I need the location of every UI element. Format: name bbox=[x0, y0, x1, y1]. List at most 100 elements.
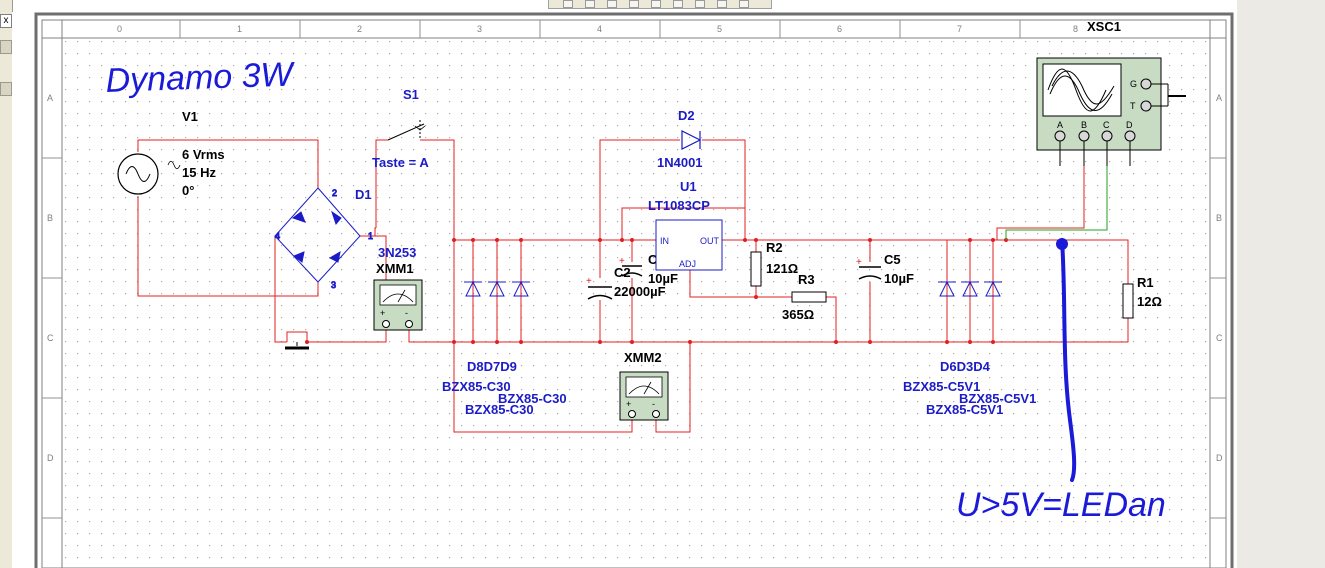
u1-pin-adj: ADJ bbox=[679, 259, 696, 269]
xmm1-ref: XMM1 bbox=[376, 261, 414, 276]
top-toolbar bbox=[548, 0, 772, 9]
ruler-row-a: A bbox=[47, 93, 53, 103]
ruler-row-b-right: B bbox=[1216, 213, 1222, 223]
d1-pin-2: 2 bbox=[332, 188, 337, 198]
v1-value: 6 Vrms bbox=[182, 147, 225, 162]
xsc1-ref: XSC1 bbox=[1087, 19, 1121, 34]
ruler-row-a-right: A bbox=[1216, 93, 1222, 103]
handwritten-arrow bbox=[1056, 238, 1077, 482]
wires[interactable] bbox=[137, 139, 1129, 433]
svg-text:+: + bbox=[619, 256, 625, 267]
d1-pin-4: 4 bbox=[275, 231, 280, 241]
xmm1-minus: - bbox=[405, 308, 408, 318]
ruler-col-7: 7 bbox=[957, 24, 962, 34]
u1-pin-in: IN bbox=[660, 236, 669, 246]
toolbar-button-5[interactable] bbox=[651, 0, 661, 8]
toolbar-button-6[interactable] bbox=[673, 0, 683, 8]
xsc1-pin-t: T bbox=[1130, 101, 1136, 111]
toolbar-button-9[interactable] bbox=[739, 0, 749, 8]
d2-diode[interactable] bbox=[681, 130, 702, 150]
svg-text:+: + bbox=[586, 276, 592, 287]
c5-value: 10µF bbox=[884, 271, 914, 286]
d1-ref: D1 bbox=[355, 187, 372, 202]
r3-ref: R3 bbox=[798, 272, 815, 287]
xmm1-multimeter[interactable]: XMM1 + - bbox=[373, 261, 423, 331]
zener-right-model-1: BZX85-C5V1 bbox=[903, 379, 980, 394]
xsc1-pin-g: G bbox=[1130, 79, 1137, 89]
c2-capacitor[interactable]: + bbox=[586, 276, 613, 300]
xmm2-minus: - bbox=[652, 399, 655, 409]
ruler-col-3: 3 bbox=[477, 24, 482, 34]
probe-wires[interactable] bbox=[996, 166, 1108, 240]
v1-ac-source[interactable]: V1 6 Vrms 15 Hz 0° bbox=[117, 109, 225, 198]
r2-resistor[interactable] bbox=[750, 251, 762, 287]
xsc1-oscilloscope[interactable]: XSC1 G T A B C D bbox=[1036, 19, 1186, 166]
ruler-row-c-right: C bbox=[1216, 333, 1223, 343]
ruler-col-8: 8 bbox=[1073, 24, 1078, 34]
zener-right-model-2: BZX85-C5V1 bbox=[959, 391, 1036, 406]
xmm2-multimeter[interactable]: XMM2 + - bbox=[619, 350, 669, 421]
zener-left-model-2: BZX85-C30 bbox=[498, 391, 567, 406]
r1-value: 12Ω bbox=[1137, 294, 1162, 309]
zener-right-refs: D6D3D4 bbox=[940, 359, 991, 374]
zener-right-group[interactable] bbox=[938, 280, 1002, 297]
v1-phase: 0° bbox=[182, 183, 194, 198]
r3-value: 365Ω bbox=[782, 307, 814, 322]
xmm2-plus: + bbox=[626, 399, 631, 409]
xsc1-ch-a: A bbox=[1057, 120, 1063, 130]
ruler-col-0: 0 bbox=[117, 24, 122, 34]
d1-model: 3N253 bbox=[378, 245, 416, 260]
toolbar-button-3[interactable] bbox=[607, 0, 617, 8]
u1-pin-out: OUT bbox=[700, 236, 720, 246]
toolbar-button-7[interactable] bbox=[695, 0, 705, 8]
panel-tool-icon-2[interactable] bbox=[0, 82, 12, 96]
s1-switch[interactable]: S1 Taste = A bbox=[372, 87, 429, 170]
schematic-sheet[interactable]: 0 1 2 3 4 5 6 7 8 A B C D A B C D bbox=[12, 12, 1237, 568]
ruler-row-c: C bbox=[47, 333, 54, 343]
r2-ref: R2 bbox=[766, 240, 783, 255]
c4-capacitor[interactable]: + bbox=[619, 256, 643, 277]
toolbar-button-8[interactable] bbox=[717, 0, 727, 8]
close-button[interactable]: x bbox=[0, 14, 12, 28]
zener-left-group[interactable] bbox=[464, 280, 530, 297]
u1-ref: U1 bbox=[680, 179, 697, 194]
s1-key: Taste = A bbox=[372, 155, 429, 170]
junction-dots bbox=[305, 238, 1008, 344]
handwritten-title: Dynamo 3W bbox=[105, 55, 296, 100]
r1-ref: R1 bbox=[1137, 275, 1154, 290]
panel-tool-icon[interactable] bbox=[0, 40, 12, 54]
toolbar-button-1[interactable] bbox=[563, 0, 573, 8]
r3-resistor[interactable] bbox=[791, 291, 827, 303]
r2-value: 121Ω bbox=[766, 261, 798, 276]
xsc1-ch-b: B bbox=[1081, 120, 1087, 130]
dot-grid bbox=[64, 40, 1212, 568]
ruler-col-2: 2 bbox=[357, 24, 362, 34]
d1-pin-3: 3 bbox=[331, 280, 336, 290]
ruler-row-b: B bbox=[47, 213, 53, 223]
ruler-col-6: 6 bbox=[837, 24, 842, 34]
ruler-col-4: 4 bbox=[597, 24, 602, 34]
r1-resistor[interactable] bbox=[1122, 283, 1134, 319]
right-panel bbox=[1237, 0, 1325, 568]
handwritten-note: U>5V=LEDan bbox=[956, 486, 1166, 524]
xsc1-ch-d: D bbox=[1126, 120, 1133, 130]
ruler-col-5: 5 bbox=[717, 24, 722, 34]
v1-frequency: 15 Hz bbox=[182, 165, 216, 180]
toolbar-button-4[interactable] bbox=[629, 0, 639, 8]
sheet-border bbox=[34, 12, 1234, 568]
ground-symbol bbox=[285, 342, 309, 350]
d2-ref: D2 bbox=[678, 108, 695, 123]
toolbar-button-2[interactable] bbox=[585, 0, 595, 8]
c5-capacitor[interactable]: + bbox=[856, 257, 882, 280]
d2-model: 1N4001 bbox=[657, 155, 703, 170]
xsc1-ch-c: C bbox=[1103, 120, 1110, 130]
d1-bridge-rectifier[interactable]: 2 1 3 4 bbox=[274, 187, 374, 291]
zener-left-model-1: BZX85-C30 bbox=[442, 379, 511, 394]
xmm1-plus: + bbox=[380, 308, 385, 318]
c2-value: 22000µF bbox=[614, 284, 666, 299]
c4-value: 10µF bbox=[648, 271, 678, 286]
c5-ref: C5 bbox=[884, 252, 901, 267]
u1-regulator[interactable]: IN OUT ADJ bbox=[655, 219, 723, 271]
ruler-ticks bbox=[42, 20, 1226, 519]
ruler-labels: 0 1 2 3 4 5 6 7 8 A B C D A B C D bbox=[47, 24, 1223, 463]
